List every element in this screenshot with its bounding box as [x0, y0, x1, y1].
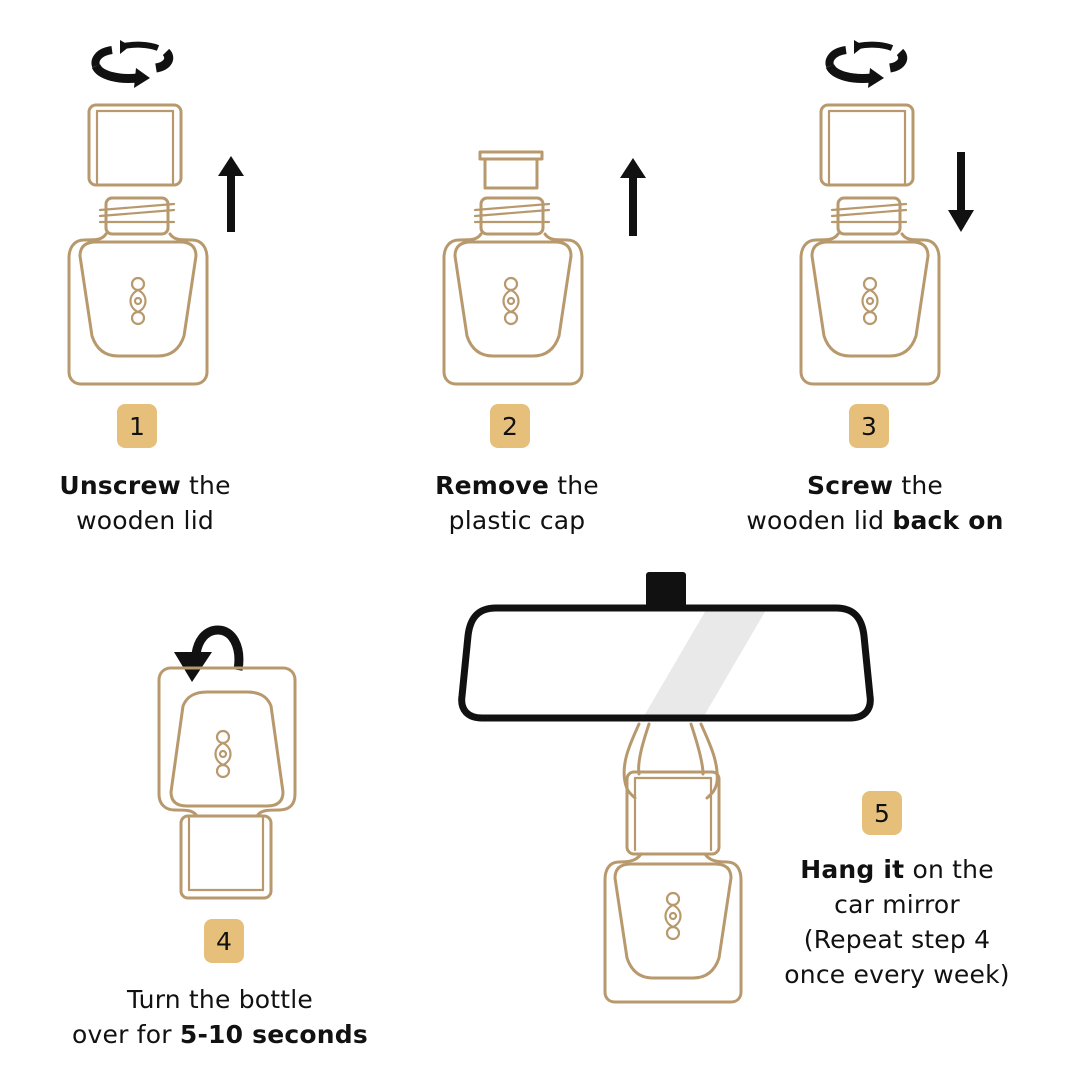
- step-caption: Turn the bottle over for 5-10 seconds: [40, 982, 400, 1052]
- caption-bold: Hang it: [800, 855, 905, 884]
- car-mirror-icon: [458, 572, 874, 722]
- caption-text: wooden lid: [746, 506, 893, 535]
- step-caption: Remove the plastic cap: [392, 468, 642, 538]
- logo-icon: [861, 276, 879, 326]
- caption-text: the: [549, 471, 599, 500]
- bottle-icon: [799, 196, 941, 386]
- step-caption: Unscrew the wooden lid: [20, 468, 270, 538]
- caption-text: Turn the bottle: [126, 985, 314, 1014]
- caption-bold: Screw: [807, 471, 894, 500]
- bottle-icon: [67, 196, 209, 386]
- logo-icon: [129, 276, 147, 326]
- wooden-lid-icon: [819, 103, 915, 187]
- bottle-icon: [442, 196, 584, 386]
- caption-text: on the: [904, 855, 994, 884]
- caption-text: plastic cap: [448, 506, 586, 535]
- step-number: 2: [502, 411, 518, 441]
- rotate-icon: [91, 40, 174, 88]
- step-number-badge: 4: [204, 919, 244, 963]
- caption-bold: Remove: [435, 471, 550, 500]
- caption-text: the: [893, 471, 943, 500]
- caption-text: wooden lid: [76, 506, 214, 535]
- plastic-cap-icon: [478, 150, 544, 190]
- logo-icon: [664, 891, 682, 941]
- step-number: 4: [216, 926, 232, 956]
- arrow-up-icon: [620, 158, 646, 236]
- caption-bold: 5-10 seconds: [179, 1020, 368, 1049]
- caption-text: the: [180, 471, 231, 500]
- step-number: 3: [861, 411, 877, 441]
- step-caption: Hang it on the car mirror (Repeat step 4…: [752, 852, 1042, 992]
- step-caption: Screw the wooden lid back on: [715, 468, 1035, 538]
- logo-icon: [502, 276, 520, 326]
- rotate-icon: [825, 40, 908, 88]
- step-number-badge: 2: [490, 404, 530, 448]
- caption-text: over for: [72, 1020, 180, 1049]
- hanging-bottle-icon: [603, 722, 743, 1004]
- step-number: 5: [874, 798, 890, 828]
- caption-bold: back on: [892, 506, 1004, 535]
- arrow-up-icon: [218, 156, 244, 232]
- step-number-badge: 5: [862, 791, 902, 835]
- step-number-badge: 1: [117, 404, 157, 448]
- step-number-badge: 3: [849, 404, 889, 448]
- caption-text: once every week): [784, 960, 1010, 989]
- wooden-lid-icon: [87, 103, 183, 187]
- inverted-bottle-icon: [157, 666, 297, 900]
- caption-bold: Unscrew: [59, 471, 181, 500]
- arrow-down-icon: [948, 152, 974, 232]
- logo-icon: [214, 729, 232, 779]
- caption-text: (Repeat step 4: [803, 925, 991, 954]
- caption-text: car mirror: [834, 890, 960, 919]
- step-number: 1: [129, 411, 145, 441]
